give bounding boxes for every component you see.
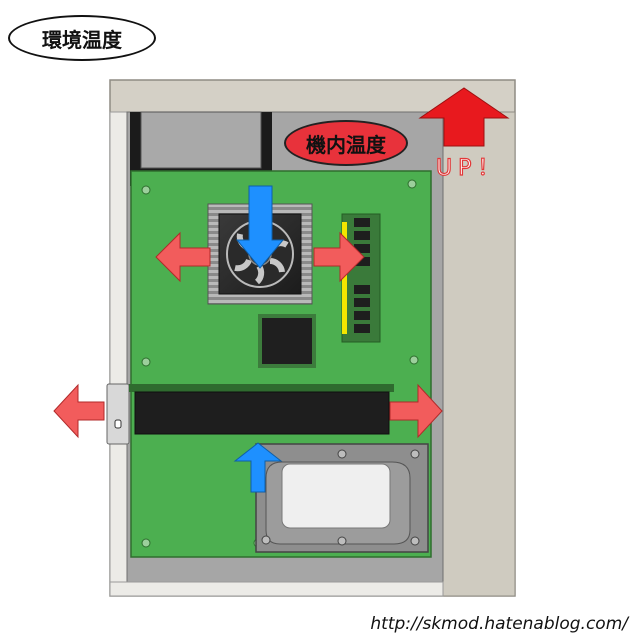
chipset	[258, 314, 316, 368]
internal-temperature-label: 機内温度	[284, 120, 408, 166]
graphics-card	[134, 391, 390, 435]
red-arrow-icon	[53, 383, 105, 439]
graphics-card-pcb	[129, 384, 394, 392]
blue-arrow-icon	[233, 442, 283, 493]
drive-bay-screws	[261, 449, 420, 546]
ambient-temperature-label: 環境温度	[8, 15, 156, 61]
case-side-panel	[442, 111, 516, 597]
up-label: UP！	[435, 155, 506, 181]
blue-arrow-icon	[235, 185, 285, 269]
memory-chips	[354, 218, 370, 333]
source-url: http://skmod.hatenablog.com/	[370, 614, 628, 634]
pci-bracket	[106, 383, 130, 445]
red-arrow-icon	[389, 383, 443, 439]
power-supply	[140, 111, 262, 169]
red-arrow-icon	[155, 231, 211, 283]
case-bottom	[109, 581, 444, 597]
memory-slot-latch	[342, 222, 347, 334]
up-arrow-icon	[418, 87, 510, 147]
red-arrow-icon	[313, 231, 365, 283]
motherboard-screw-holes	[141, 179, 419, 548]
pci-bracket-slot	[114, 419, 122, 429]
hard-disk-label	[281, 463, 391, 529]
